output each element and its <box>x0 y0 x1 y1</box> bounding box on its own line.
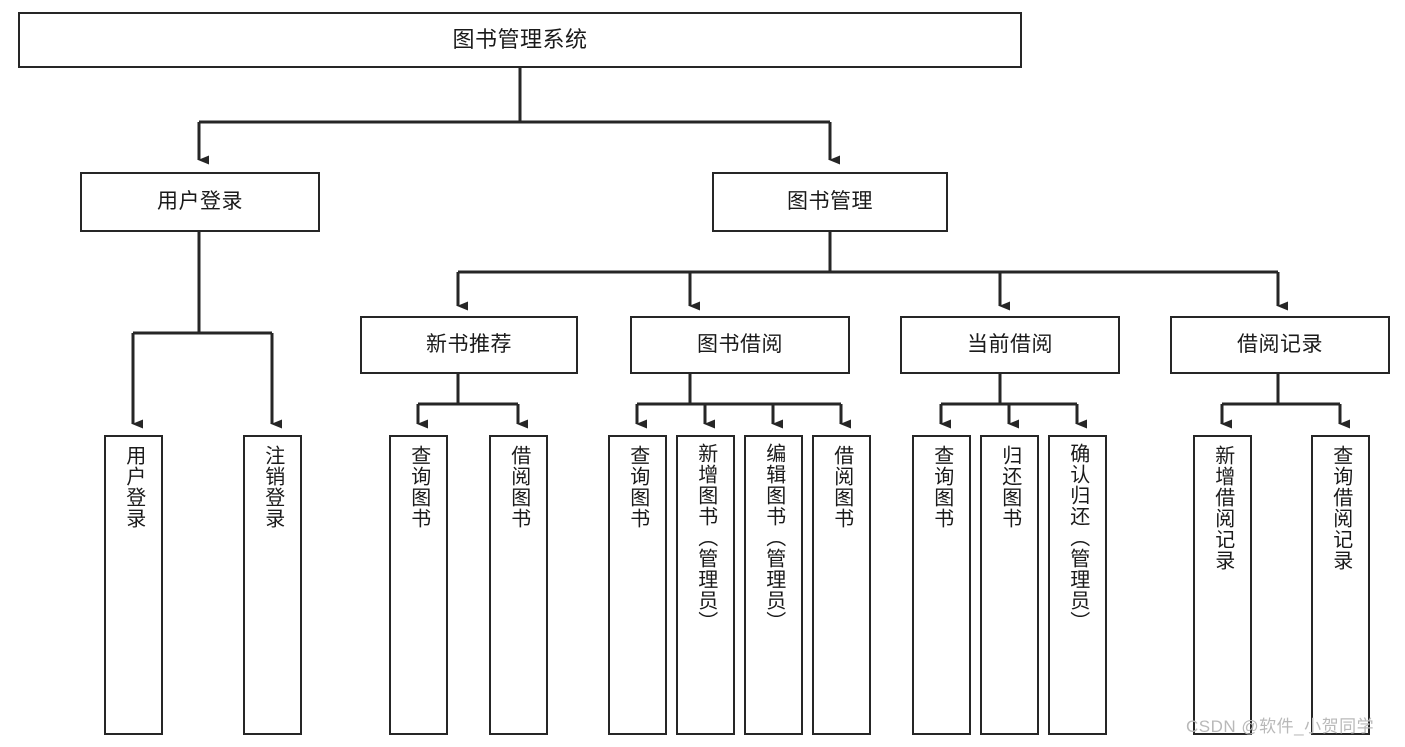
node-leaf-user-login[interactable]: 用户登录 <box>104 435 163 735</box>
node-label: 查询图书 <box>626 445 649 529</box>
node-leaf-return-book[interactable]: 归还图书 <box>980 435 1039 735</box>
node-label: 当前借阅 <box>967 332 1053 356</box>
node-label: 图书管理系统 <box>452 27 588 53</box>
node-label: 用户登录 <box>157 189 243 213</box>
node-label: 借阅记录 <box>1237 332 1323 356</box>
node-label: 新增图书（管理员） <box>694 443 717 632</box>
node-label: 图书借阅 <box>697 332 783 356</box>
node-leaf-query-book-2[interactable]: 查询图书 <box>608 435 667 735</box>
watermark-text: CSDN @软件_小贺同学 <box>1186 717 1375 736</box>
node-leaf-add-record[interactable]: 新增借阅记录 <box>1193 435 1252 735</box>
node-leaf-query-book-1[interactable]: 查询图书 <box>389 435 448 735</box>
node-label: 查询图书 <box>930 445 953 529</box>
node-label: 归还图书 <box>998 445 1021 529</box>
node-label: 新增借阅记录 <box>1211 445 1234 571</box>
node-current-borrow[interactable]: 当前借阅 <box>900 316 1120 374</box>
node-label: 新书推荐 <box>426 332 512 356</box>
node-leaf-edit-book[interactable]: 编辑图书（管理员） <box>744 435 803 735</box>
node-label: 借阅图书 <box>830 445 853 529</box>
node-leaf-borrow-book-1[interactable]: 借阅图书 <box>489 435 548 735</box>
node-label: 编辑图书（管理员） <box>762 443 785 632</box>
node-label: 查询借阅记录 <box>1329 445 1352 571</box>
node-root-book-management-system[interactable]: 图书管理系统 <box>18 12 1022 68</box>
node-book-management[interactable]: 图书管理 <box>712 172 948 232</box>
node-label: 注销登录 <box>261 445 284 529</box>
node-label: 查询图书 <box>407 445 430 529</box>
node-leaf-query-record[interactable]: 查询借阅记录 <box>1311 435 1370 735</box>
node-leaf-logout-login[interactable]: 注销登录 <box>243 435 302 735</box>
node-leaf-add-book[interactable]: 新增图书（管理员） <box>676 435 735 735</box>
node-book-borrow[interactable]: 图书借阅 <box>630 316 850 374</box>
node-leaf-borrow-book-2[interactable]: 借阅图书 <box>812 435 871 735</box>
node-label: 借阅图书 <box>507 445 530 529</box>
node-new-book-recommend[interactable]: 新书推荐 <box>360 316 578 374</box>
node-label: 图书管理 <box>787 189 873 213</box>
node-user-login[interactable]: 用户登录 <box>80 172 320 232</box>
node-leaf-query-book-3[interactable]: 查询图书 <box>912 435 971 735</box>
node-leaf-confirm-return[interactable]: 确认归还（管理员） <box>1048 435 1107 735</box>
node-label: 用户登录 <box>122 445 145 529</box>
node-borrow-record[interactable]: 借阅记录 <box>1170 316 1390 374</box>
node-label: 确认归还（管理员） <box>1066 443 1089 632</box>
